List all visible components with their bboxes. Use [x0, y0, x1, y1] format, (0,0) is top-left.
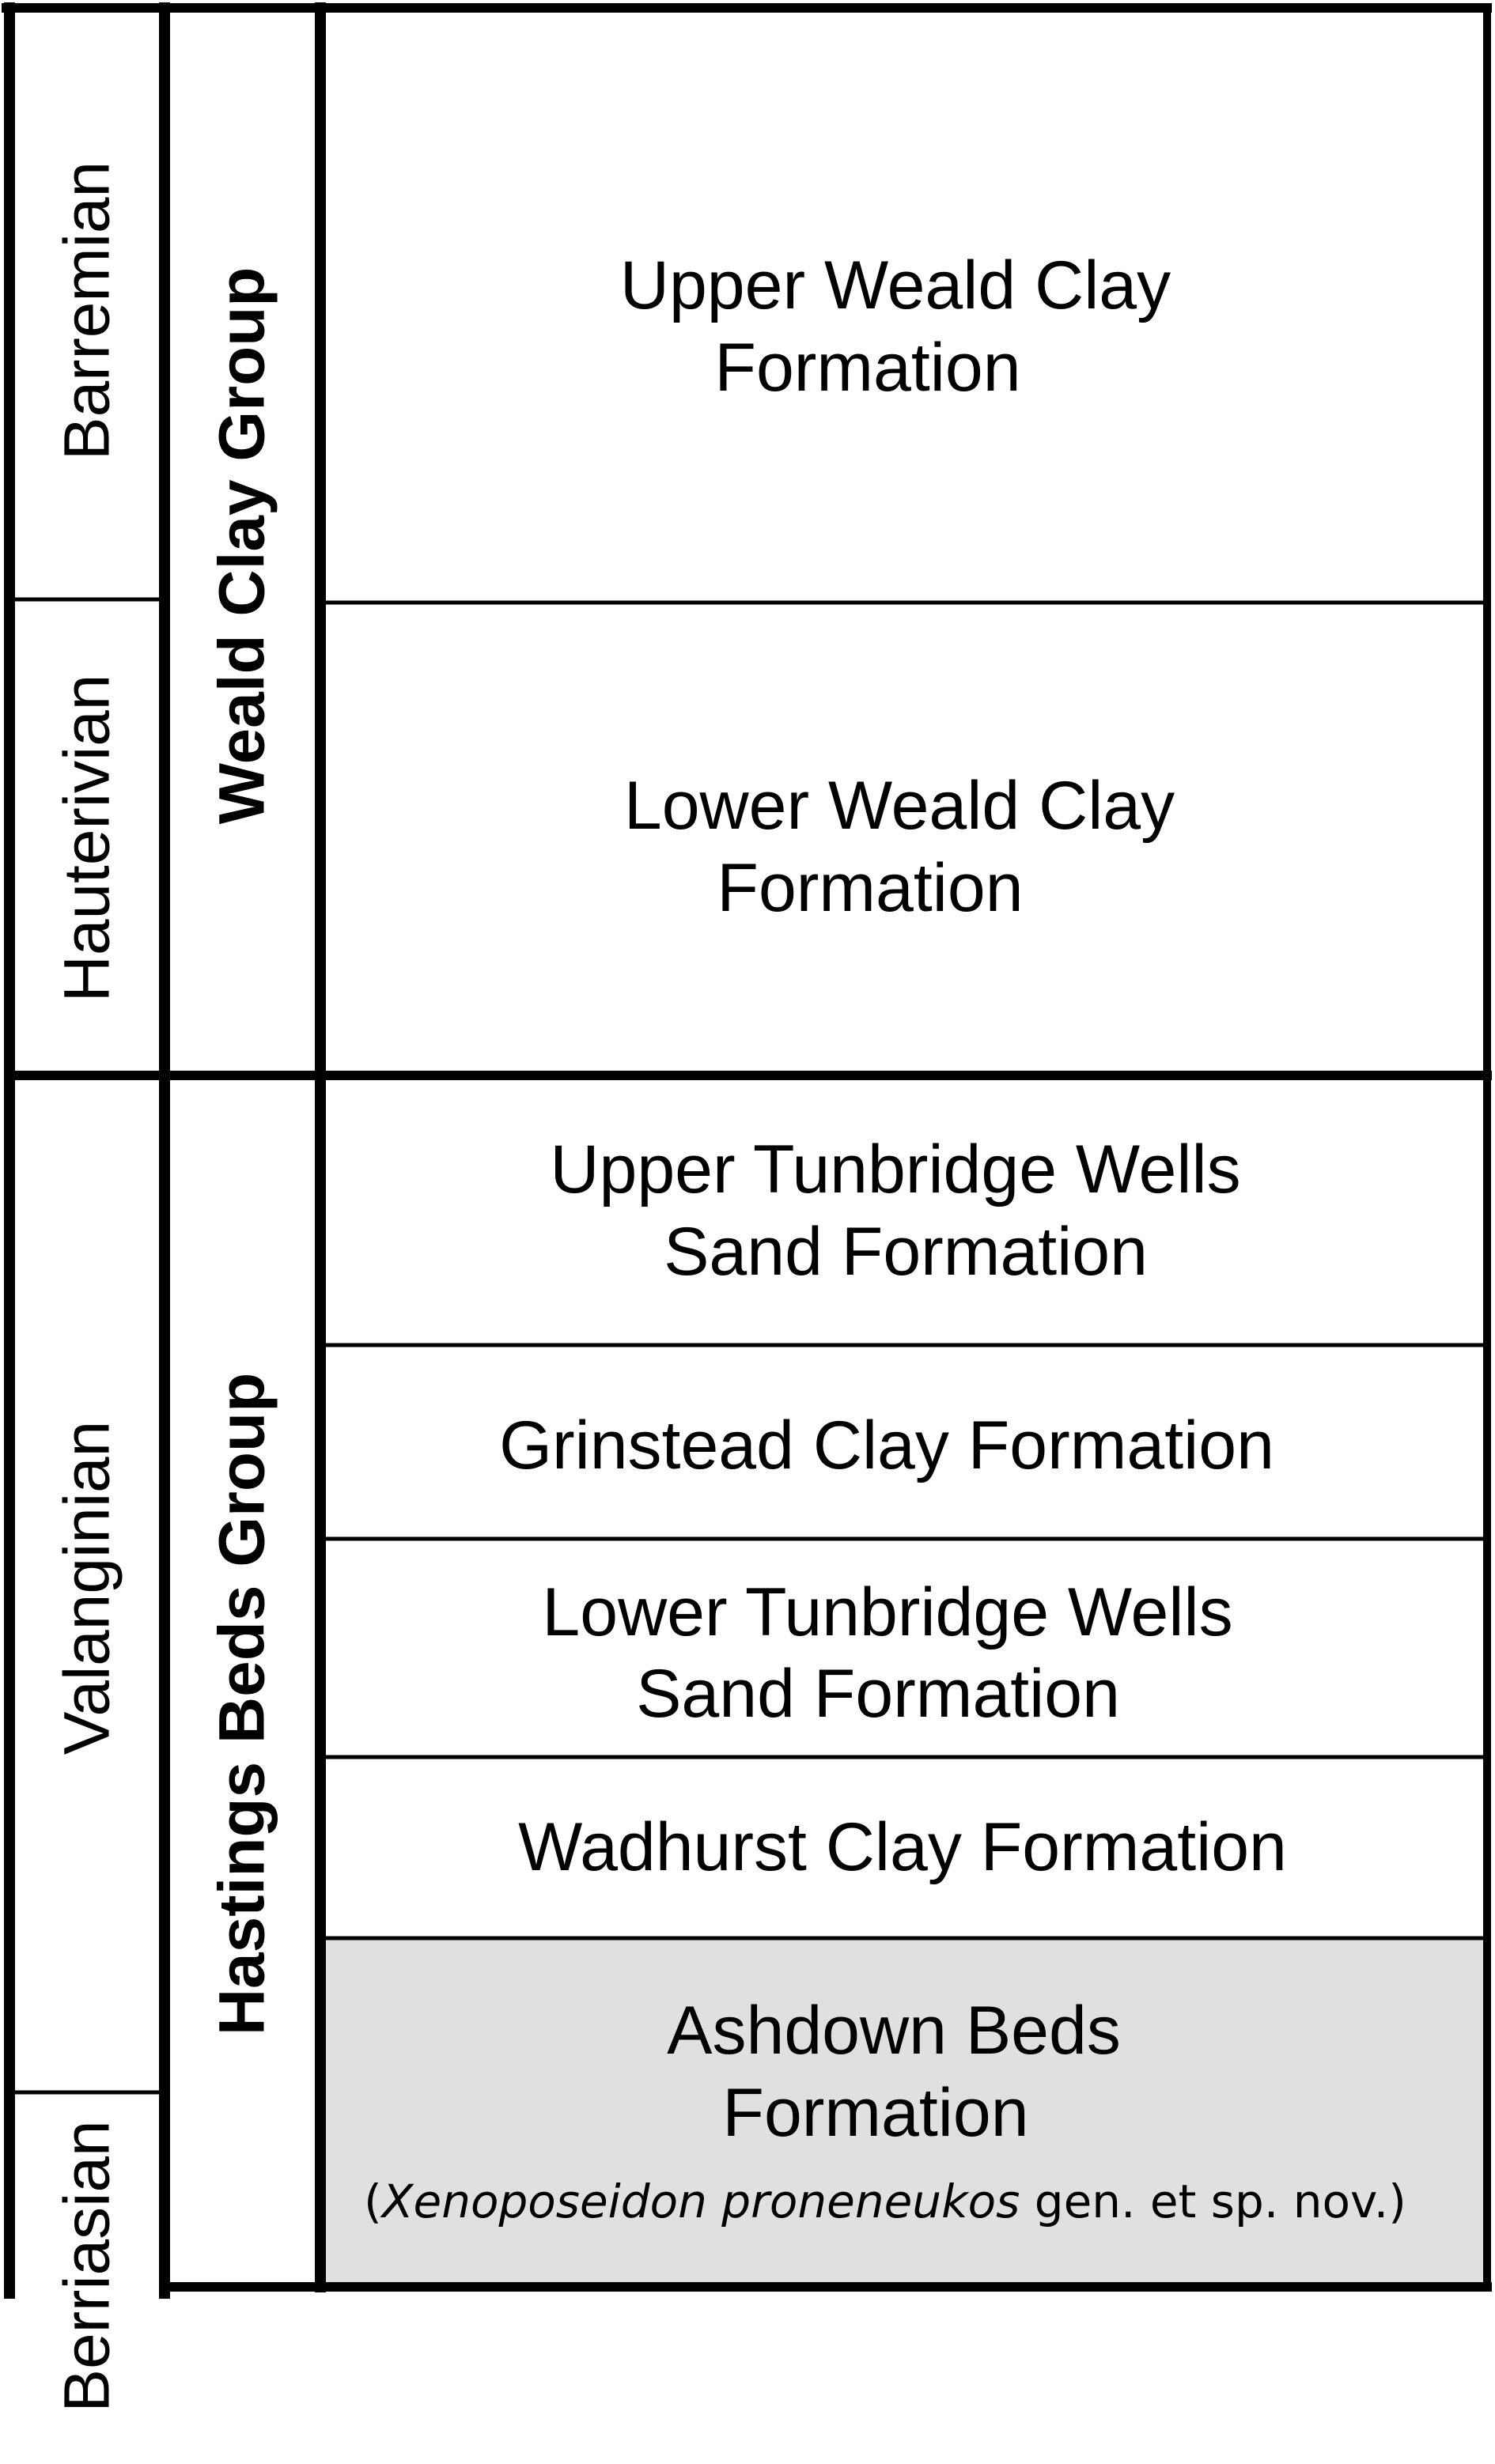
group-label-hastings-beds: Hastings Beds Group — [206, 1373, 278, 2035]
grid-lines — [2, 2, 1492, 2299]
formation-label-line: Upper Weald Clay — [620, 248, 1171, 323]
formation-label-line: Ashdown Beds — [667, 1993, 1121, 2069]
stage-label-valanginian: Valanginian — [51, 1421, 123, 1755]
formation-label-line: Formation — [717, 850, 1023, 926]
formation-label-line: Lower Weald Clay — [624, 768, 1175, 844]
note-open-paren: ( — [364, 2175, 382, 2228]
formation-label-line: Formation — [714, 330, 1020, 406]
formation-label-line: Lower Tunbridge Wells — [542, 1574, 1232, 1650]
formation-label-line: Formation — [722, 2075, 1028, 2151]
note-taxon-name: Xenoposeidon proneneukos — [380, 2175, 1020, 2228]
formation-label-line: Sand Formation — [664, 1214, 1148, 1290]
formation-grinstead-clay: Grinstead Clay Formation — [499, 1408, 1274, 1483]
stage-label-berriasian: Berriasian — [51, 2120, 123, 2412]
group-label-weald-clay: Weald Clay Group — [206, 267, 278, 825]
ashdown-beds-cell-fill — [326, 1938, 1486, 2283]
formation-label-line: Upper Tunbridge Wells — [550, 1132, 1240, 1207]
formation-lower-tunbridge-wells: Lower Tunbridge Wells Sand Formation — [542, 1574, 1232, 1732]
formation-lower-weald-clay: Lower Weald Clay Formation — [624, 768, 1175, 926]
note-rest: gen. et sp. nov.) — [1020, 2175, 1406, 2228]
formation-label-line: Grinstead Clay Formation — [499, 1408, 1274, 1483]
formation-wadhurst-clay: Wadhurst Clay Formation — [518, 1809, 1287, 1885]
formation-label-line: Wadhurst Clay Formation — [518, 1809, 1287, 1885]
formation-column: Upper Weald Clay Formation Lower Weald C… — [364, 248, 1406, 2228]
stage-label-barremian: Barremian — [51, 161, 123, 460]
ashdown-taxon-note: (Xenoposeidon proneneukos gen. et sp. no… — [364, 2175, 1406, 2228]
formation-upper-tunbridge-wells: Upper Tunbridge Wells Sand Formation — [550, 1132, 1240, 1290]
formation-upper-weald-clay: Upper Weald Clay Formation — [620, 248, 1171, 406]
stage-column: Barremian Hauterivian Valanginian Berria… — [51, 161, 123, 2413]
formation-label-line: Sand Formation — [636, 1656, 1120, 1732]
formation-ashdown-beds: Ashdown Beds Formation (Xenoposeidon pro… — [364, 1993, 1406, 2228]
stage-label-hauterivian: Hauterivian — [51, 675, 123, 1003]
group-column: Weald Clay Group Hastings Beds Group — [206, 267, 278, 2036]
